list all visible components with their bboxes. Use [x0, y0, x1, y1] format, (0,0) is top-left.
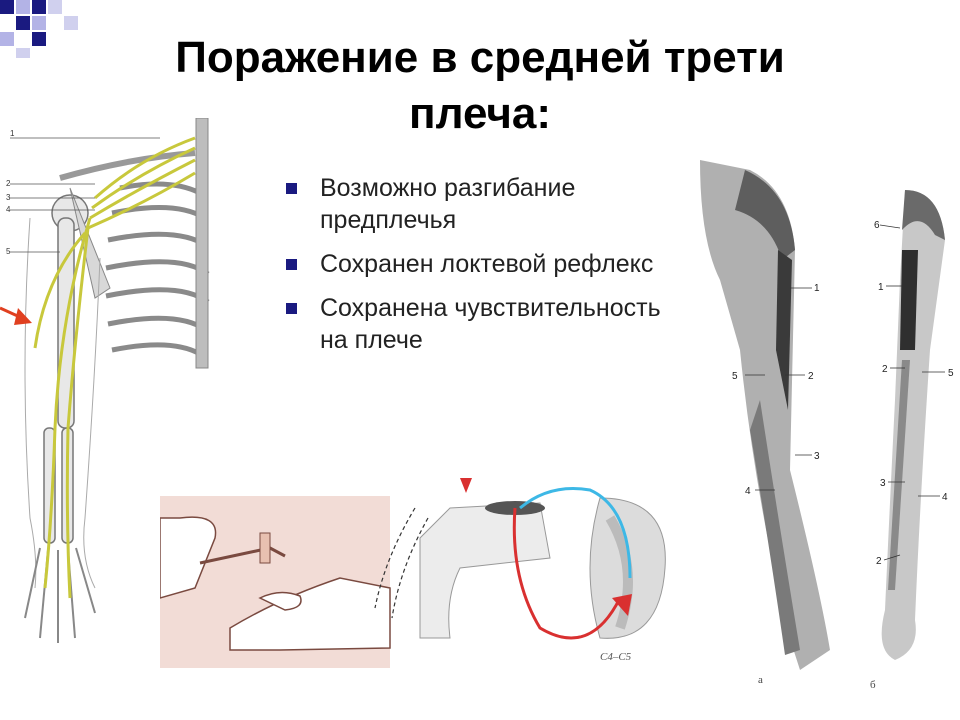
arm-b-label: 2 — [882, 364, 888, 375]
arm-b-caption: б — [870, 679, 876, 691]
bullet-item: Сохранена чувствительность на плече — [284, 292, 664, 356]
arm-b-label: 4 — [942, 492, 948, 503]
corner-decoration — [0, 0, 90, 60]
anatomy-label: 3 — [6, 193, 11, 202]
reflex-illustration: C4–C5 — [160, 478, 666, 668]
arm-a-caption: а — [758, 674, 763, 686]
anatomy-label: 1 — [10, 129, 15, 138]
bullet-text: Сохранена чувствительность на плече — [320, 294, 661, 354]
anatomy-label: 5 — [6, 247, 11, 256]
spinal-segment-label: C4–C5 — [600, 651, 632, 663]
arm-b-label: 1 — [878, 282, 884, 293]
bullet-item: Возможно разгибание предплечья — [284, 172, 664, 236]
title-line-2: плеча: — [409, 89, 551, 138]
anatomy-illustration: 1 2 3 4 5 — [0, 118, 210, 643]
arm-a-label: 4 — [745, 486, 751, 497]
red-arrow-icon — [0, 306, 32, 325]
bullet-square-icon — [286, 303, 297, 314]
arm-a-label: 2 — [808, 371, 814, 382]
title-line-1: Поражение в средней трети — [175, 33, 785, 82]
bullet-text: Возможно разгибание предплечья — [320, 174, 576, 234]
arm-a-label: 1 — [814, 283, 820, 294]
bullet-text: Сохранен локтевой рефлекс — [320, 250, 654, 278]
arm-b-label: 5 — [948, 368, 954, 379]
bullet-square-icon — [286, 183, 297, 194]
anatomy-label: 2 — [6, 179, 11, 188]
arm-a-label: 3 — [814, 451, 820, 462]
bullet-item: Сохранен локтевой рефлекс — [284, 248, 664, 280]
arm-b-label: 2 — [876, 556, 882, 567]
arm-sensory-zones-illustration: 1 2 3 4 5 6 1 2 5 3 4 2 а б — [700, 160, 954, 691]
anatomy-label: 4 — [6, 205, 11, 214]
bullet-list: Возможно разгибание предплечья Сохранен … — [284, 172, 664, 368]
arm-b-label: 6 — [874, 220, 880, 231]
arm-a-label: 5 — [732, 371, 738, 382]
slide-title: Поражение в средней трети плеча: — [60, 30, 900, 142]
bullet-square-icon — [286, 259, 297, 270]
arm-b-label: 3 — [880, 478, 886, 489]
